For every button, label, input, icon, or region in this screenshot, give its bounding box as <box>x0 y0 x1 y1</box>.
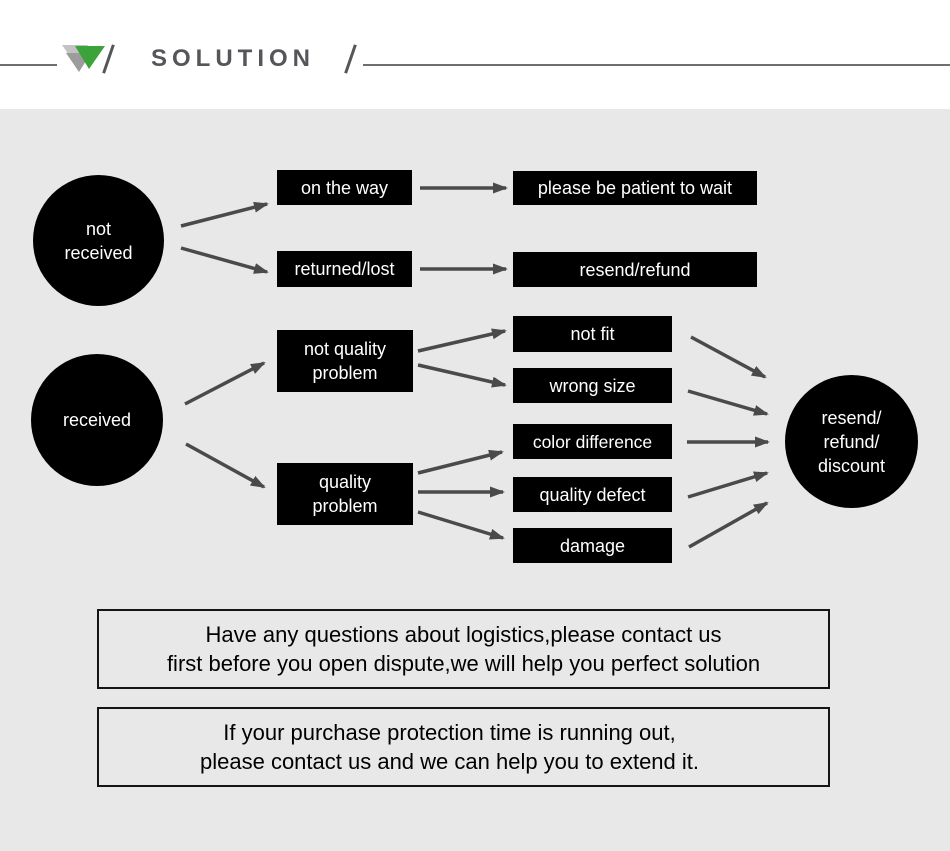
logo-triangle-green <box>75 46 105 69</box>
page-title: SOLUTION <box>151 45 315 72</box>
note-line: Have any questions about logistics,pleas… <box>205 622 722 647</box>
header-divider-left <box>0 64 57 66</box>
node-received: received <box>31 354 163 486</box>
slash-divider-right <box>344 44 357 74</box>
node-not-fit: not fit <box>513 316 672 352</box>
protection-note: If your purchase protection time is runn… <box>97 707 830 787</box>
header-divider-right <box>363 64 950 66</box>
node-wrong-size: wrong size <box>513 368 672 403</box>
note-line: If your purchase protection time is runn… <box>223 720 676 745</box>
note-line: please contact us and we can help you to… <box>200 749 699 774</box>
logistics-note: Have any questions about logistics,pleas… <box>97 609 830 689</box>
node-not-quality-problem: not quality problem <box>277 330 413 392</box>
node-please-be-patient: please be patient to wait <box>513 171 757 205</box>
node-quality-defect: quality defect <box>513 477 672 512</box>
node-damage: damage <box>513 528 672 563</box>
node-resend-refund: resend/refund <box>513 252 757 287</box>
note-line: first before you open dispute,we will he… <box>166 651 761 676</box>
node-quality-problem: quality problem <box>277 463 413 525</box>
node-returned-lost: returned/lost <box>277 251 412 287</box>
node-color-difference: color difference <box>513 424 672 459</box>
node-on-the-way: on the way <box>277 170 412 205</box>
node-not-received: not received <box>33 175 164 306</box>
triangle-logo <box>62 45 105 72</box>
node-outcome-circle: resend/ refund/ discount <box>785 375 918 508</box>
